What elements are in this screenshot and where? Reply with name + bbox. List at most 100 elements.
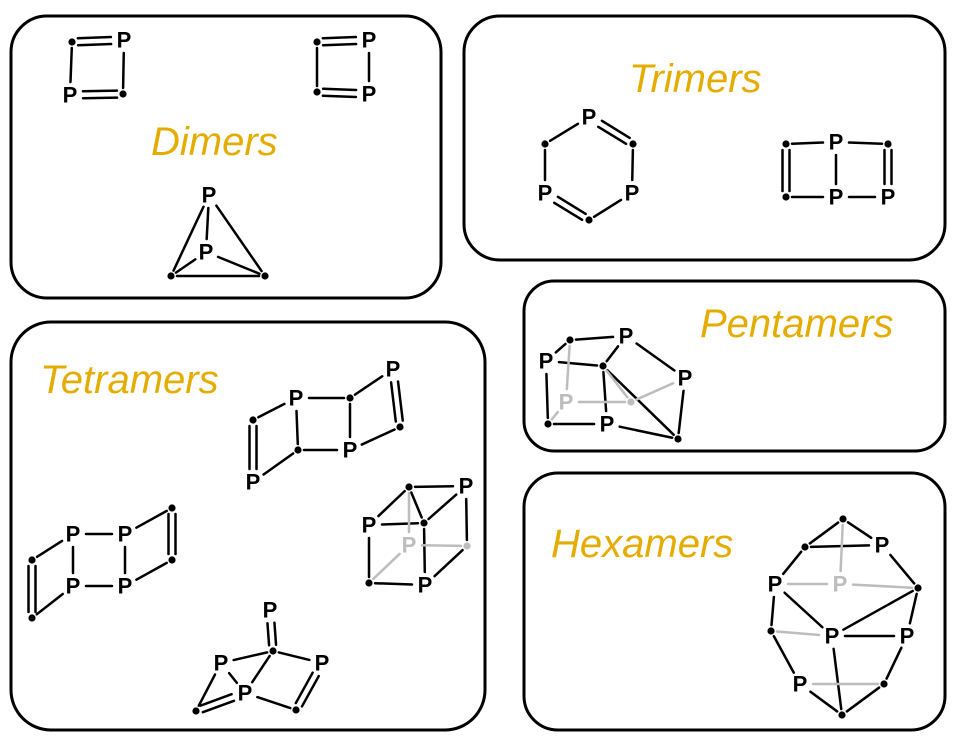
single-bond <box>373 581 414 586</box>
radical-dot <box>313 38 321 46</box>
phosphorus-atom: P <box>538 181 553 206</box>
bonds <box>315 35 371 99</box>
radical-dot <box>782 140 790 148</box>
phosphorus-atom: P <box>362 28 377 53</box>
radical-dot <box>68 38 76 46</box>
radical-dot <box>420 519 428 527</box>
molecule-trimer-ring: PPP <box>538 105 639 224</box>
phosphorus-atom: P <box>881 185 896 210</box>
bonds <box>781 141 893 199</box>
dimers-title: Dimers <box>151 120 278 164</box>
phosphorus-atom: P <box>263 598 278 623</box>
phosphorus-atom: P <box>214 651 229 676</box>
phosphorus-atom: P <box>402 533 417 558</box>
single-bond <box>135 561 168 581</box>
molecule-dimer-square-1: PP <box>63 28 132 108</box>
single-bond <box>174 258 197 274</box>
single-bond <box>770 595 776 627</box>
radical-dot <box>28 614 36 622</box>
pentamers-title: Pentamers <box>700 302 893 346</box>
double-bond <box>300 674 321 708</box>
single-bond <box>433 548 464 578</box>
single-bond <box>410 491 423 519</box>
single-bond <box>602 370 608 413</box>
single-bond <box>618 425 674 440</box>
phosphorus-atom: P <box>199 240 214 265</box>
single-bond <box>851 583 914 589</box>
radical-dot <box>463 542 471 550</box>
radical-dot <box>880 680 888 688</box>
phosphorus-atom: P <box>289 386 304 411</box>
single-bond <box>845 686 881 713</box>
single-bond <box>550 410 560 421</box>
single-bond <box>548 122 580 143</box>
radical-dot <box>249 416 257 424</box>
hexamers-panel <box>522 471 947 732</box>
radical-dot <box>168 504 176 512</box>
bonds <box>367 484 469 586</box>
single-bond <box>427 493 458 521</box>
radical-dot <box>192 707 200 715</box>
single-bond <box>353 375 384 396</box>
radical-dot <box>674 435 682 443</box>
phosphorus-atom: P <box>539 349 554 374</box>
single-bond <box>842 589 915 631</box>
single-bond <box>360 428 396 446</box>
single-bond <box>809 690 839 713</box>
single-bond <box>250 654 271 684</box>
radical-dot <box>566 336 574 344</box>
bonds <box>545 335 685 440</box>
single-bond <box>889 553 916 585</box>
single-bond <box>215 204 263 273</box>
single-bond <box>772 635 796 674</box>
single-bond <box>775 630 821 637</box>
single-bond <box>35 539 64 559</box>
single-bond <box>232 651 269 662</box>
phosphorus-atom: P <box>600 412 615 437</box>
atoms: PP <box>167 183 269 280</box>
single-bond <box>413 484 455 489</box>
phosphorus-atom: P <box>833 572 848 597</box>
double-bond <box>81 89 119 93</box>
single-bond <box>781 550 803 576</box>
double-bond <box>321 87 358 92</box>
single-bond <box>885 646 903 680</box>
single-bond <box>557 360 599 367</box>
radical-dot <box>119 90 127 98</box>
radical-dot <box>405 483 413 491</box>
single-bond <box>565 344 571 391</box>
double-bond <box>600 119 631 140</box>
double-bond <box>321 42 358 47</box>
phosphorus-atom: P <box>825 624 840 649</box>
double-bond <box>81 96 119 100</box>
radical-dot <box>168 556 176 564</box>
single-bond <box>35 592 65 616</box>
single-bond <box>605 369 629 399</box>
radical-dot <box>313 88 321 96</box>
single-bond <box>846 521 873 540</box>
phosphorus-atom: P <box>459 474 474 499</box>
double-bond <box>389 381 398 423</box>
phosphorus-atom: P <box>829 130 844 155</box>
pentamers-panel <box>522 279 947 453</box>
tetramers-title: Tetramers <box>40 358 219 402</box>
phosphorus-atom: P <box>63 83 78 108</box>
single-bond <box>839 523 844 573</box>
double-bond <box>396 380 405 422</box>
single-bond <box>205 206 210 241</box>
bonds <box>197 621 321 714</box>
single-bond <box>635 382 675 401</box>
single-bond <box>172 205 205 272</box>
single-bond <box>227 671 239 685</box>
phosphorus-atom: P <box>793 672 808 697</box>
phosphorus-atom: P <box>117 28 132 53</box>
radical-dot <box>294 446 302 454</box>
double-bond <box>552 201 584 222</box>
tetramers-panel <box>9 320 487 732</box>
